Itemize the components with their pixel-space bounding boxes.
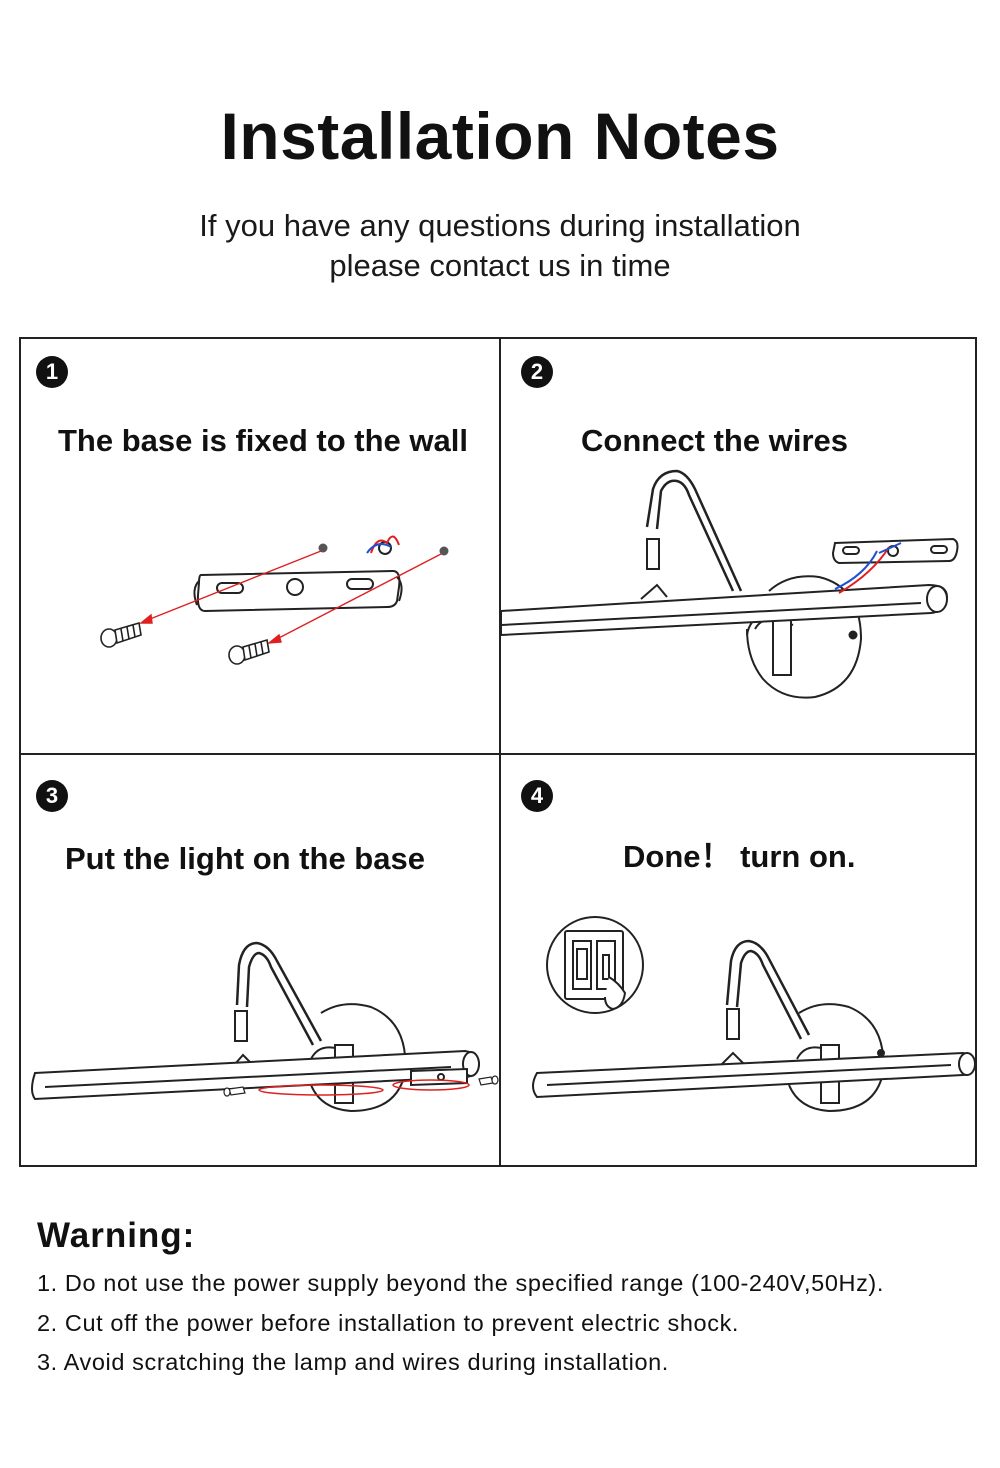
switch-on-illustration <box>532 916 977 1113</box>
step-1-title: The base is fixed to the wall <box>58 423 468 458</box>
warning-item: 1. Do not use the power supply beyond th… <box>37 1270 884 1296</box>
warning-item: 3. Avoid scratching the lamp and wires d… <box>37 1349 669 1375</box>
step-4-panel: 4 Done！ turn on. <box>501 755 979 1169</box>
step-2-title: Connect the wires <box>581 423 848 458</box>
subtitle-line-1: If you have any questions during install… <box>199 208 801 243</box>
warning-item: 2. Cut off the power before installation… <box>37 1309 740 1336</box>
wall-base-illustration <box>100 535 449 665</box>
step-1-panel: 1 The base is fixed to the wall <box>21 339 499 753</box>
subtitle-line-2: please contact us in time <box>329 248 671 283</box>
step-4-title: Done！ turn on. <box>623 839 856 874</box>
page-title: Installation Notes <box>220 99 780 173</box>
page-subtitle: If you have any questions during install… <box>0 206 1000 286</box>
step-3-title: Put the light on the base <box>65 841 425 876</box>
step-2-number-badge: 2 <box>521 356 553 388</box>
step-3-number-badge: 3 <box>36 780 68 812</box>
grid-divider-vertical <box>499 339 501 1165</box>
wall-switch-icon <box>546 916 644 1014</box>
mount-light-illustration <box>31 941 499 1113</box>
step-3-panel: 3 Put the light on the base <box>21 755 499 1169</box>
step-4-number-badge: 4 <box>521 780 553 812</box>
warning-heading: Warning: <box>37 1216 196 1255</box>
connect-wires-illustration <box>501 469 959 699</box>
warning-list: 1. Do not use the power supply beyond th… <box>37 1264 884 1383</box>
steps-grid: 1 The base is fixed to the wall <box>19 337 977 1167</box>
step-2-panel: 2 Connect the wires <box>501 339 979 753</box>
step-1-number-badge: 1 <box>36 356 68 388</box>
grid-divider-horizontal <box>21 753 975 755</box>
